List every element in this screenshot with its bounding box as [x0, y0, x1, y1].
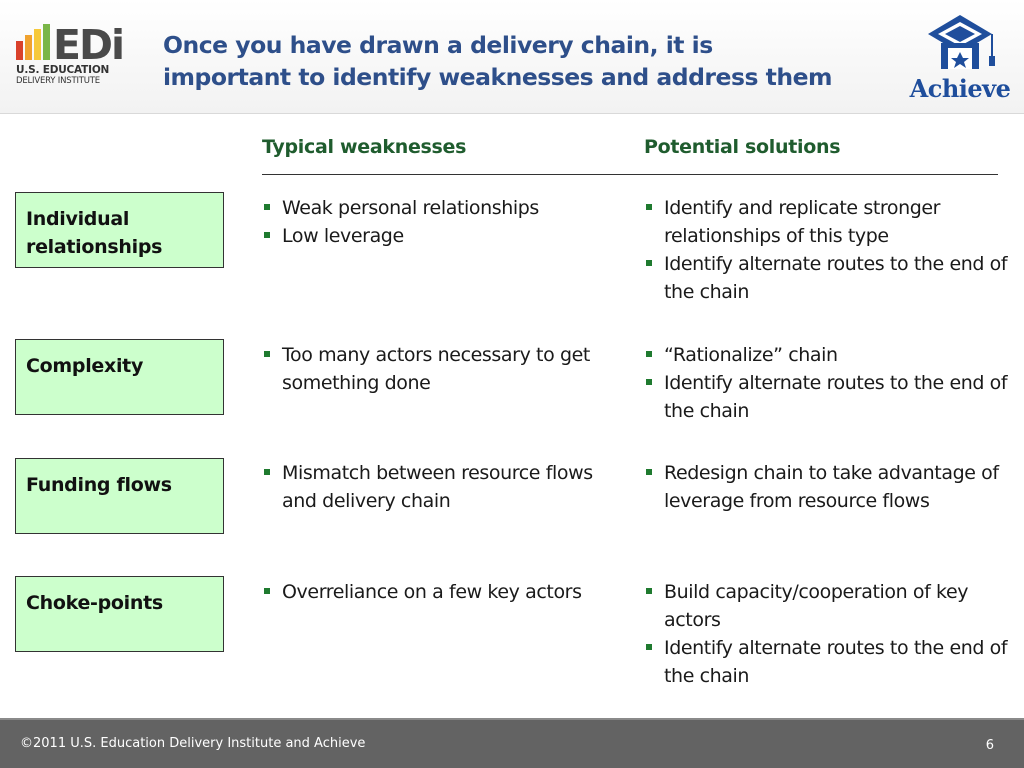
solutions-list: Identify and replicate stronger relation…: [644, 194, 1014, 306]
achieve-wordmark: Achieve: [909, 74, 1011, 103]
copyright-text: ©2011 U.S. Education Delivery Institute …: [20, 736, 366, 751]
list-item: Mismatch between resource flows and deli…: [262, 459, 622, 515]
category-box-individual-relationships: Individual relationships: [15, 192, 224, 268]
list-item: Identify and replicate stronger relation…: [644, 194, 1014, 250]
list-item: Low leverage: [262, 222, 622, 250]
column-header-solutions: Potential solutions: [644, 136, 841, 158]
slide-title-line1: Once you have drawn a delivery chain, it…: [163, 31, 713, 59]
edi-logo-line1: U.S. EDUCATION: [16, 64, 110, 76]
slide-title-line2: important to identify weaknesses and add…: [163, 63, 833, 91]
header-divider: [262, 174, 998, 175]
category-label: Individual relationships: [26, 208, 163, 258]
category-box-funding-flows: Funding flows: [15, 458, 224, 534]
category-box-complexity: Complexity: [15, 339, 224, 415]
slide-header: EDi U.S. EDUCATION DELIVERY INSTITUTE On…: [0, 0, 1024, 114]
column-header-weaknesses: Typical weaknesses: [262, 136, 467, 158]
list-item: Build capacity/cooperation of key actors: [644, 578, 1014, 634]
list-item: Too many actors necessary to get somethi…: [262, 341, 622, 397]
achieve-logo: Achieve: [908, 12, 1012, 104]
weaknesses-list: Too many actors necessary to get somethi…: [262, 341, 622, 397]
list-item: Identify alternate routes to the end of …: [644, 369, 1014, 425]
list-item: Identify alternate routes to the end of …: [644, 250, 1014, 306]
solutions-list: Redesign chain to take advantage of leve…: [644, 459, 1014, 515]
category-label: Funding flows: [26, 474, 172, 496]
edi-logo-line2: DELIVERY INSTITUTE: [16, 76, 100, 86]
edi-wordmark: EDi: [53, 24, 123, 60]
weaknesses-list: Mismatch between resource flows and deli…: [262, 459, 622, 515]
list-item: Overreliance on a few key actors: [262, 578, 622, 606]
page-number: 6: [985, 738, 994, 753]
edi-logo: EDi U.S. EDUCATION DELIVERY INSTITUTE: [16, 24, 128, 90]
list-item: Identify alternate routes to the end of …: [644, 634, 1014, 690]
weaknesses-list: Overreliance on a few key actors: [262, 578, 622, 606]
list-item: Weak personal relationships: [262, 194, 622, 222]
category-label: Complexity: [26, 355, 144, 377]
slide-footer: ©2011 U.S. Education Delivery Institute …: [0, 718, 1024, 768]
slide-title: Once you have drawn a delivery chain, it…: [163, 29, 903, 93]
list-item: “Rationalize” chain: [644, 341, 1014, 369]
weaknesses-list: Weak personal relationships Low leverage: [262, 194, 622, 250]
list-item: Redesign chain to take advantage of leve…: [644, 459, 1014, 515]
edi-bars-icon: EDi: [16, 24, 125, 60]
solutions-list: “Rationalize” chain Identify alternate r…: [644, 341, 1014, 425]
category-box-choke-points: Choke-points: [15, 576, 224, 652]
category-label: Choke-points: [26, 592, 163, 614]
graduation-cap-house-icon: [928, 15, 995, 69]
solutions-list: Build capacity/cooperation of key actors…: [644, 578, 1014, 690]
